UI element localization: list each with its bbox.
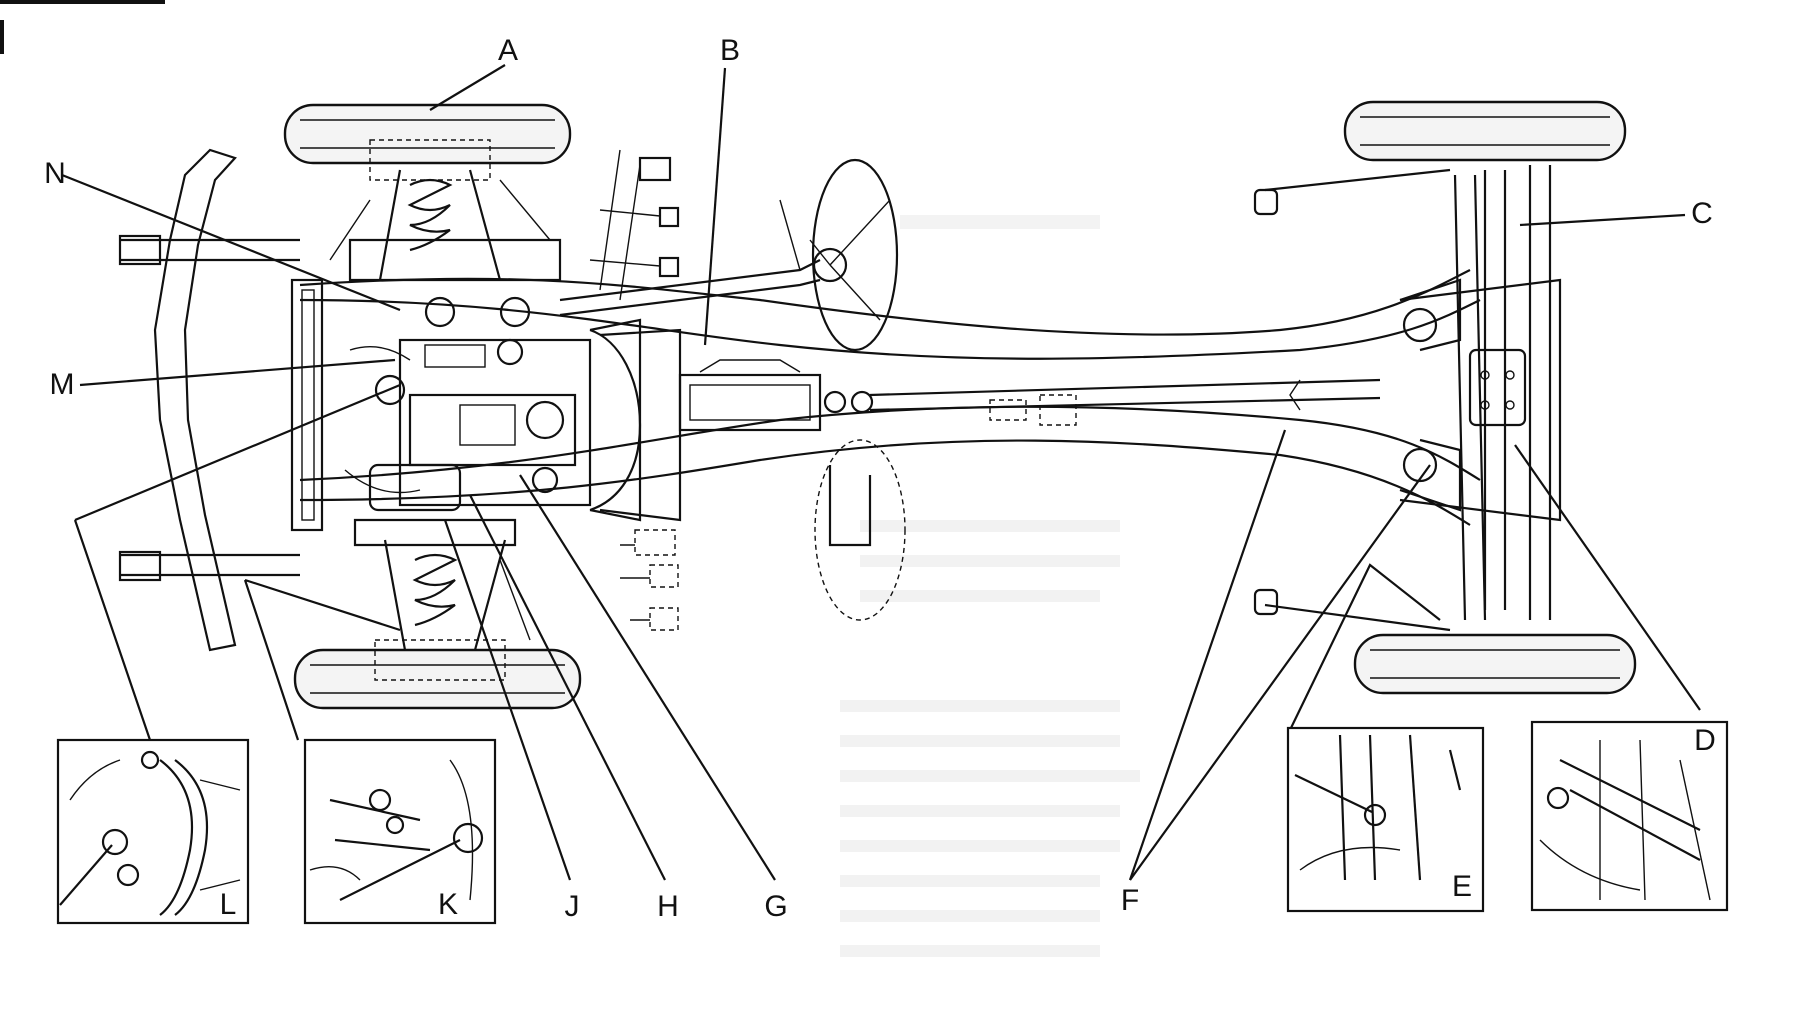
leader-lines xyxy=(61,64,1701,881)
callout-L: L xyxy=(220,888,237,921)
steering-assembly xyxy=(559,149,899,352)
handbrake-area xyxy=(620,439,906,631)
leader-line-A xyxy=(429,64,506,111)
callout-G: G xyxy=(764,890,787,923)
front-suspension-upper xyxy=(329,139,562,328)
engine-block xyxy=(344,318,642,522)
leader-line-G xyxy=(519,474,776,881)
leader-line-J xyxy=(443,519,572,881)
front-suspension-lower xyxy=(353,518,531,681)
callout-H: H xyxy=(657,890,679,923)
callout-D: D xyxy=(1694,724,1716,757)
corner-mark xyxy=(0,0,165,4)
rear-left-wheel xyxy=(1343,100,1627,162)
inset-connector-L xyxy=(73,383,401,741)
gearbox xyxy=(599,328,874,522)
front-right-wheel xyxy=(293,648,582,710)
corner-mark-vertical xyxy=(0,20,4,54)
callout-A: A xyxy=(498,34,518,67)
callout-M: M xyxy=(50,368,75,401)
inset-D xyxy=(1530,720,1729,912)
inset-connector-K xyxy=(243,578,401,741)
chassis-frame xyxy=(118,148,1562,652)
callout-F: F xyxy=(1121,884,1139,917)
inset-connector-E xyxy=(1289,563,1441,731)
leader-line-N xyxy=(61,173,401,312)
propeller-shaft xyxy=(869,378,1381,426)
bleed-through-ghost-text xyxy=(840,215,1140,957)
rear-right-wheel xyxy=(1353,633,1637,695)
leader-line-D xyxy=(1514,444,1701,711)
callout-E: E xyxy=(1452,870,1472,903)
callout-B: B xyxy=(720,34,740,67)
leader-line-M xyxy=(79,358,396,387)
callout-N: N xyxy=(44,157,66,190)
inset-E xyxy=(1286,726,1485,913)
leader-line-F xyxy=(1128,429,1287,881)
inset-K xyxy=(303,738,497,925)
callout-K: K xyxy=(438,888,458,921)
callout-J: J xyxy=(565,890,580,923)
inset-L xyxy=(56,738,250,925)
leader-line-C xyxy=(1519,213,1686,227)
callout-labels: A B C D E F G H J K L M N xyxy=(44,34,1716,923)
leader-line-B xyxy=(703,67,727,346)
front-left-wheel xyxy=(283,103,572,165)
leader-line-F2 xyxy=(1129,464,1431,881)
callout-C: C xyxy=(1691,197,1713,230)
rear-axle xyxy=(1253,165,1552,632)
leader-line-H xyxy=(469,494,666,881)
